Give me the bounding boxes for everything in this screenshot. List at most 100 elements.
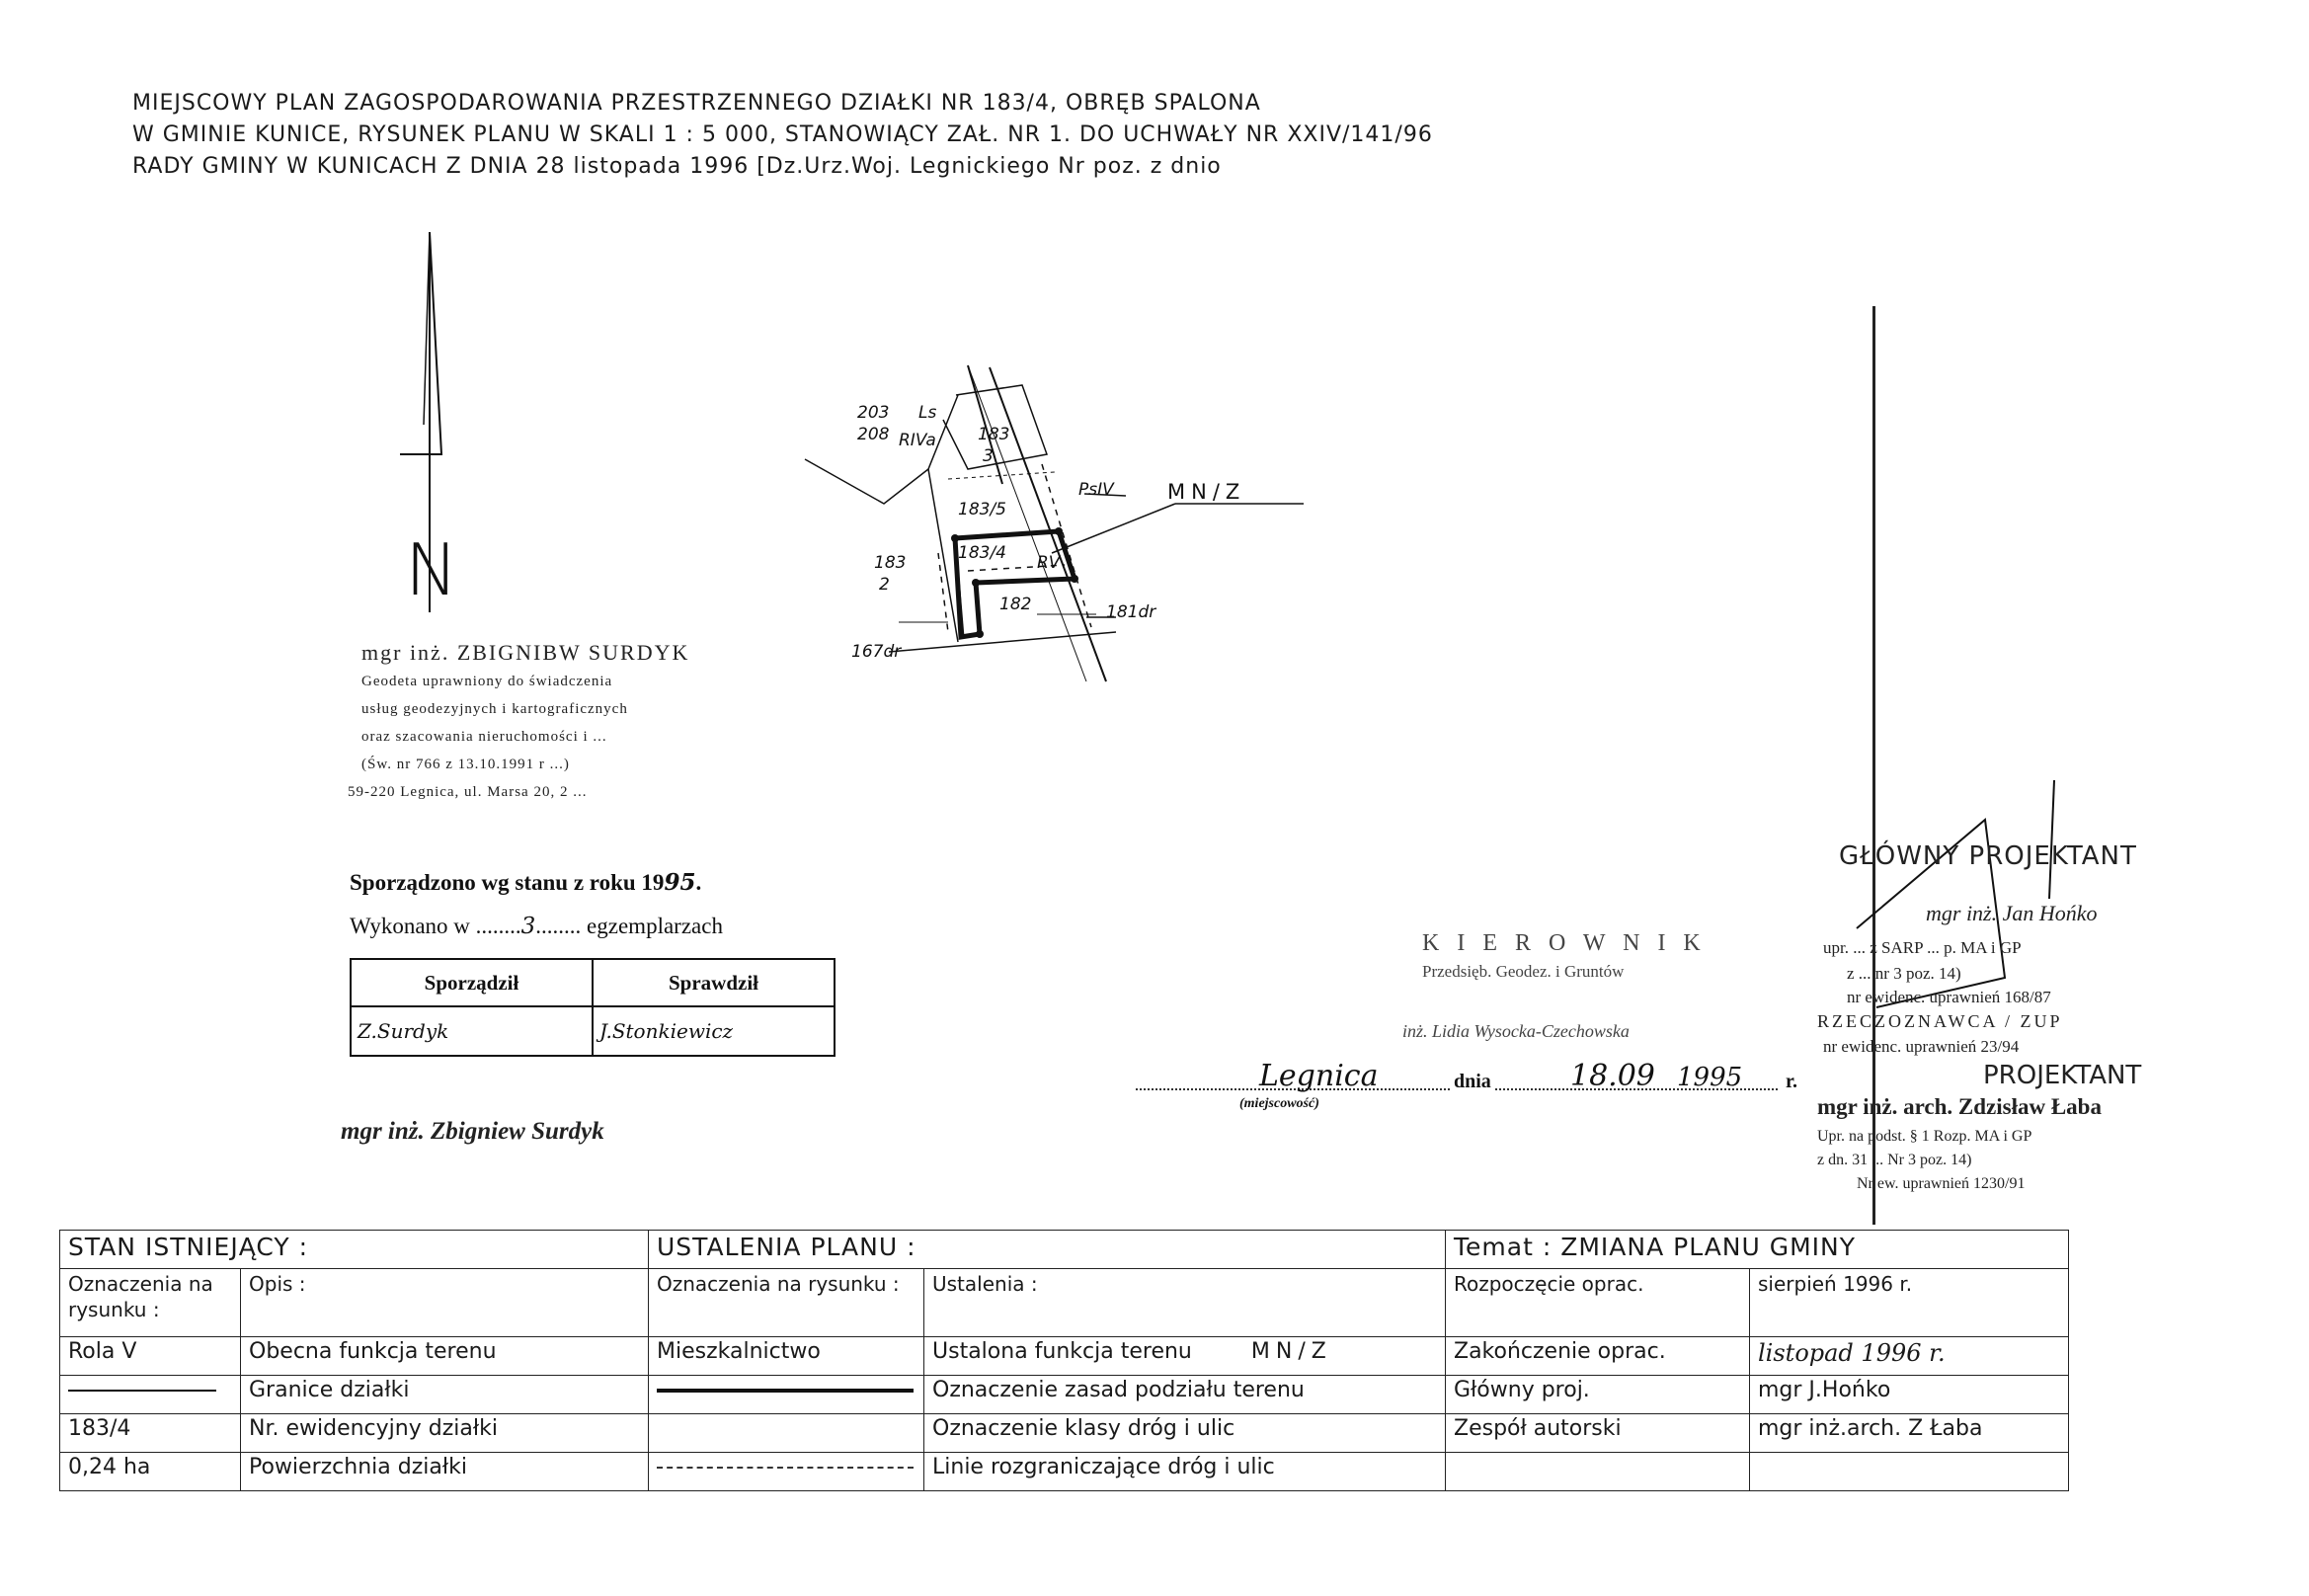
checked-by-label: Sprawdził: [592, 958, 836, 1007]
north-arrow-icon: [400, 231, 443, 612]
map-label-181dr: 181dr: [1106, 602, 1156, 622]
legend-ustalenia-header: USTALENIA PLANU :: [648, 1230, 1446, 1269]
projektant-name: mgr inż. arch. Zdzisław Łaba: [1817, 1094, 2102, 1119]
legend-r4-c4: Linie rozgraniczające dróg i ulic: [923, 1452, 1446, 1491]
kierownik-title: K I E R O W N I K: [1422, 930, 1707, 956]
map-label-183-den: 3: [983, 446, 994, 466]
legend-r1-c1: Rola V: [59, 1336, 241, 1376]
kierownik-sub: Przedsięb. Geodez. i Gruntów: [1422, 962, 1625, 981]
geodeta-line-5: 59-220 Legnica, ul. Marsa 20, 2 ...: [348, 784, 588, 800]
legend-temat-header: Temat : ZMIANA PLANU GMINY: [1445, 1230, 2069, 1269]
map-label-183-4: 183/4: [958, 543, 1006, 563]
surveyor-signature-name: mgr inż. Zbigniew Surdyk: [341, 1118, 604, 1145]
geodeta-line-2: usług geodezyjnych i kartograficznych: [361, 701, 628, 717]
checked-by-value: J.Stonkiewicz: [592, 1005, 836, 1057]
legend-r4-c5: [1445, 1452, 1750, 1491]
legend-r2-c6: mgr J.Hońko: [1749, 1375, 2069, 1414]
glowny-projektant-title: GŁÓWNY PROJEKTANT: [1839, 841, 2137, 871]
projektant-line-4: RZECZOZNAWCA / ZUP: [1817, 1011, 2063, 1031]
made-by-value: Z.Surdyk: [350, 1005, 594, 1057]
copies-value: 3: [520, 914, 536, 939]
legend-r1-c6: listopad 1996 r.: [1749, 1336, 2069, 1376]
dnia-label: dnia: [1450, 1071, 1495, 1093]
state-year-line: Sporządzono wg stanu z roku 1995.: [350, 869, 702, 896]
signature-table: Sporządził Sprawdził Z.Surdyk J.Stonkiew…: [350, 958, 836, 1057]
map-label-182: 182: [999, 595, 1032, 614]
legend-r3-c2: Nr. ewidencyjny działki: [240, 1413, 649, 1453]
legend-r4-c1: 0,24 ha: [59, 1452, 241, 1491]
legend-r3-c1: 183/4: [59, 1413, 241, 1453]
legend-stan-header: STAN ISTNIEJĄCY :: [59, 1230, 649, 1269]
legend-r1-c3: Mieszkalnictwo: [648, 1336, 924, 1376]
dashed-line-symbol: [657, 1467, 914, 1469]
legend-r1-c4-text: Ustalona funkcja terenu: [932, 1339, 1192, 1364]
legend-oznaczenia-rys: Oznaczenia na rysunku :: [59, 1268, 241, 1337]
legend-table: STAN ISTNIEJĄCY : USTALENIA PLANU : Tema…: [59, 1230, 2069, 1491]
header-line-3: RADY GMINY W KUNICACH Z DNIA 28 listopad…: [132, 154, 1222, 179]
place-value: Legnica: [1259, 1059, 1379, 1093]
glowny-projektant-name: mgr inż. Jan Hońko: [1926, 901, 2098, 925]
copies-suffix: ........ egzemplarzach: [535, 914, 723, 938]
map-label-183-2-den: 2: [879, 575, 890, 595]
place-caption: (miejscowość): [1239, 1096, 1319, 1111]
legend-r4-c2: Powierzchnia działki: [240, 1452, 649, 1491]
header-line-1: MIEJSCOWY PLAN ZAGOSPODAROWANIA PRZESTRZ…: [132, 91, 1261, 116]
legend-r1-c4: Ustalona funkcja terenu MN/Z: [923, 1336, 1446, 1376]
legend-r3-c3: [648, 1413, 924, 1453]
legend-rozpoczecie-val: sierpień 1996 r.: [1749, 1268, 2069, 1337]
legend-rozpoczecie: Rozpoczęcie oprac.: [1445, 1268, 1750, 1337]
legend-r3-c5: Zespół autorski: [1445, 1413, 1750, 1453]
made-by-label: Sporządził: [350, 958, 594, 1007]
map-label-mnz: MN/Z: [1167, 480, 1246, 504]
map-label-183-2-num: 183: [874, 553, 907, 573]
legend-r1-c4-code: MN/Z: [1250, 1339, 1332, 1364]
map-label-167dr: 167dr: [851, 642, 902, 662]
map-label-183-5: 183/5: [958, 500, 1006, 519]
map-label-ls: Ls: [918, 403, 937, 423]
map-label-rv: RV: [1037, 553, 1061, 573]
sheet-edge-line: [1872, 306, 1875, 1225]
legend-r4-c3: [648, 1452, 924, 1491]
map-label-psiv: PsIV: [1078, 480, 1114, 500]
projektant-line-3: nr ewidenc. uprawnień 168/87: [1847, 988, 2051, 1006]
map-label-183-num: 183: [978, 425, 1010, 444]
legend-r3-c4: Oznaczenie klasy dróg i ulic: [923, 1413, 1446, 1453]
geodeta-line-4: (Św. nr 766 z 13.10.1991 r ...): [361, 757, 570, 772]
thick-line-symbol: [657, 1389, 914, 1393]
geodeta-line-3: oraz szacowania nieruchomości i ...: [361, 729, 607, 745]
projektant-line-2: z ... nr 3 poz. 14): [1847, 964, 1961, 983]
legend-r3-c6: mgr inż.arch. Z Łaba: [1749, 1413, 2069, 1453]
legend-oznaczenia-na: Oznaczenia na rysunku :: [648, 1268, 924, 1337]
signature-scribble-icon: [1856, 780, 2055, 1008]
projektant-line-5: nr ewidenc. uprawnień 23/94: [1823, 1037, 2020, 1056]
geodeta-name: mgr inż. ZBIGNIBW SURDYK: [361, 640, 690, 665]
north-letter: N: [405, 528, 458, 611]
legend-r2-c1: [59, 1375, 241, 1414]
copies-line: Wykonano w ........3........ egzemplarza…: [350, 914, 723, 939]
legend-r2-c5: Główny proj.: [1445, 1375, 1750, 1414]
header-line-2: W GMINIE KUNICE, RYSUNEK PLANU W SKALI 1…: [132, 122, 1433, 147]
projektant-line-1: upr. ... z SARP ... p. MA i GP: [1823, 938, 2022, 957]
legend-r4-c6: [1749, 1452, 2069, 1491]
cadastral-map: [804, 364, 1304, 682]
legend-r2-c3: [648, 1375, 924, 1414]
legend-r1-c5: Zakończenie oprac.: [1445, 1336, 1750, 1376]
year-value: 1995: [1677, 1063, 1743, 1092]
map-label-208: 208: [857, 425, 890, 444]
legend-r2-c4: Oznaczenie zasad podziału terenu: [923, 1375, 1446, 1414]
geodeta-line-1: Geodeta uprawniony do świadczenia: [361, 674, 613, 689]
state-year: 95: [664, 869, 696, 896]
kierownik-name: inż. Lidia Wysocka-Czechowska: [1402, 1021, 1630, 1041]
year-suffix: r.: [1786, 1071, 1798, 1092]
projektant-line-6: Upr. na podst. § 1 Rozp. MA i GP: [1817, 1128, 2032, 1145]
legend-opis: Opis :: [240, 1268, 649, 1337]
map-label-203: 203: [857, 403, 890, 423]
legend-ustalenia: Ustalenia :: [923, 1268, 1446, 1337]
copies-label: Wykonano w ........: [350, 914, 521, 938]
state-label: Sporządzono wg stanu z roku 19: [350, 870, 665, 895]
projektant-title: PROJEKTANT: [1983, 1061, 2142, 1090]
legend-r2-c2: Granice działki: [240, 1375, 649, 1414]
map-label-riva: RIVa: [899, 431, 936, 450]
date-value: 18.09: [1570, 1059, 1655, 1093]
legend-r1-c2: Obecna funkcja terenu: [240, 1336, 649, 1376]
